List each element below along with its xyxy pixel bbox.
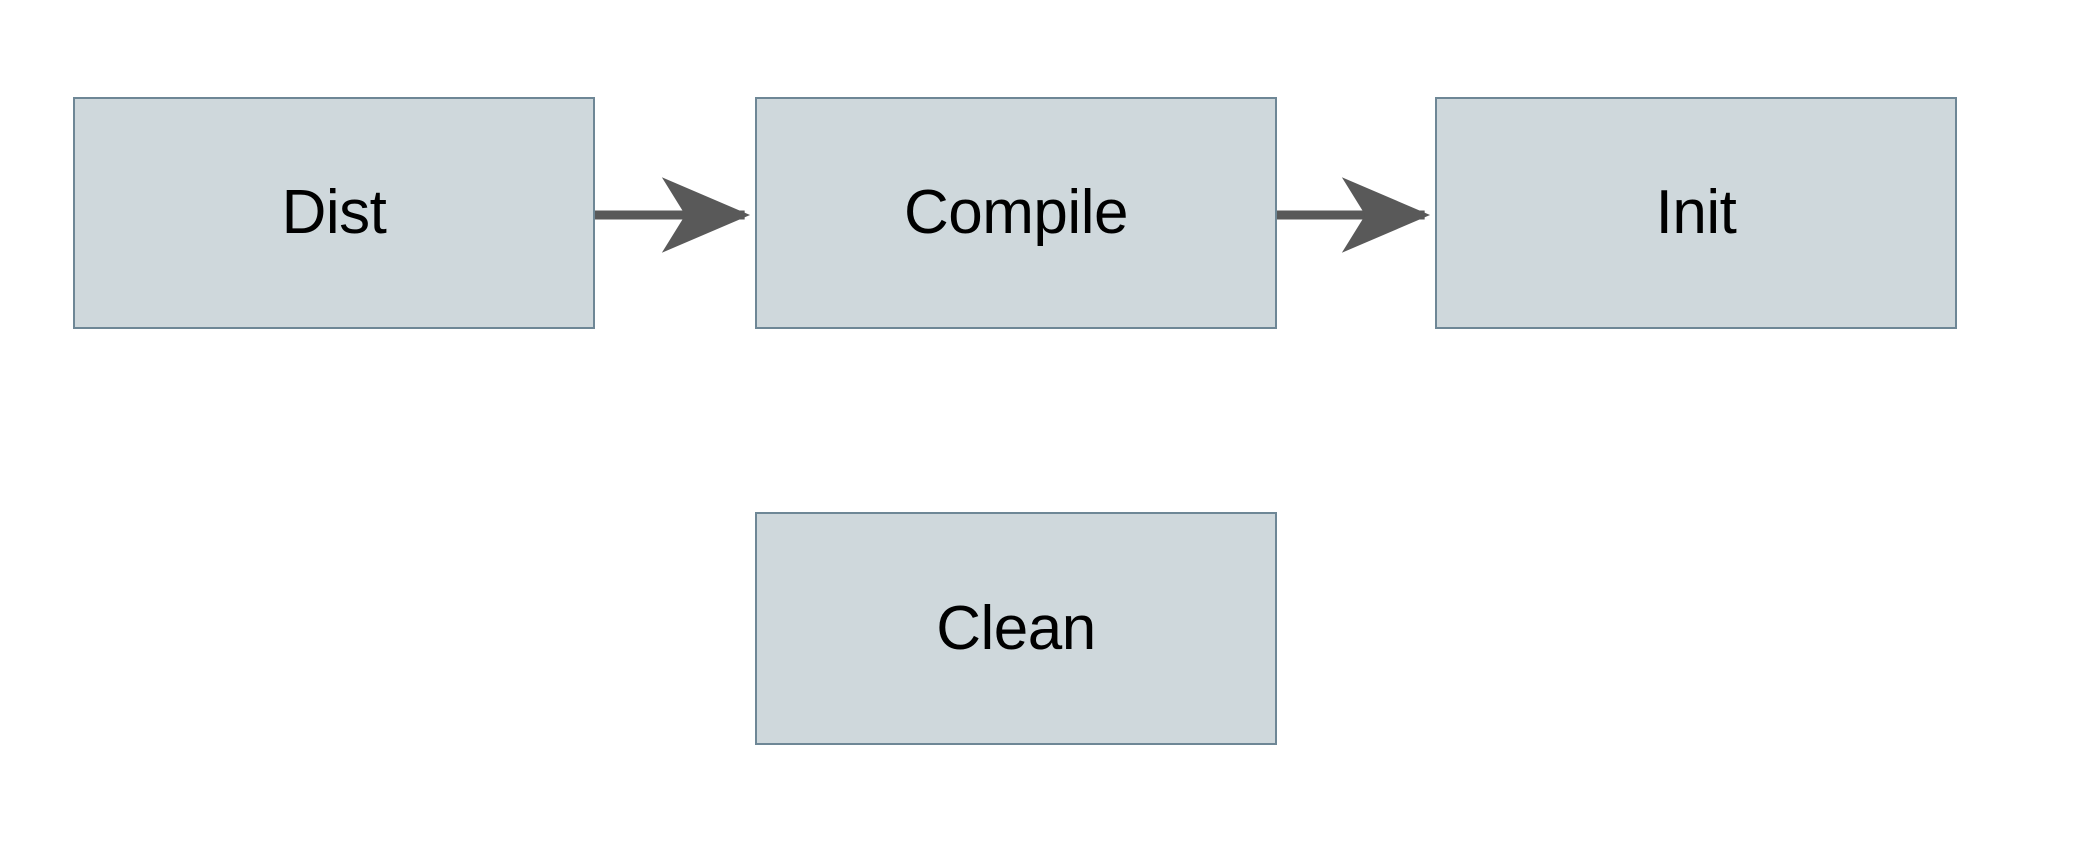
node-init[interactable]: Init [1435, 97, 1957, 329]
edge-compile-to-init[interactable] [1277, 175, 1435, 255]
node-dist[interactable]: Dist [73, 97, 595, 329]
node-compile-label: Compile [904, 178, 1128, 247]
node-clean-label: Clean [936, 593, 1096, 663]
node-dist-label: Dist [281, 178, 387, 247]
node-clean[interactable]: Clean [755, 512, 1277, 745]
edge-dist-to-compile[interactable] [595, 175, 755, 255]
node-compile[interactable]: Compile [755, 97, 1277, 329]
node-init-label: Init [1655, 178, 1737, 247]
